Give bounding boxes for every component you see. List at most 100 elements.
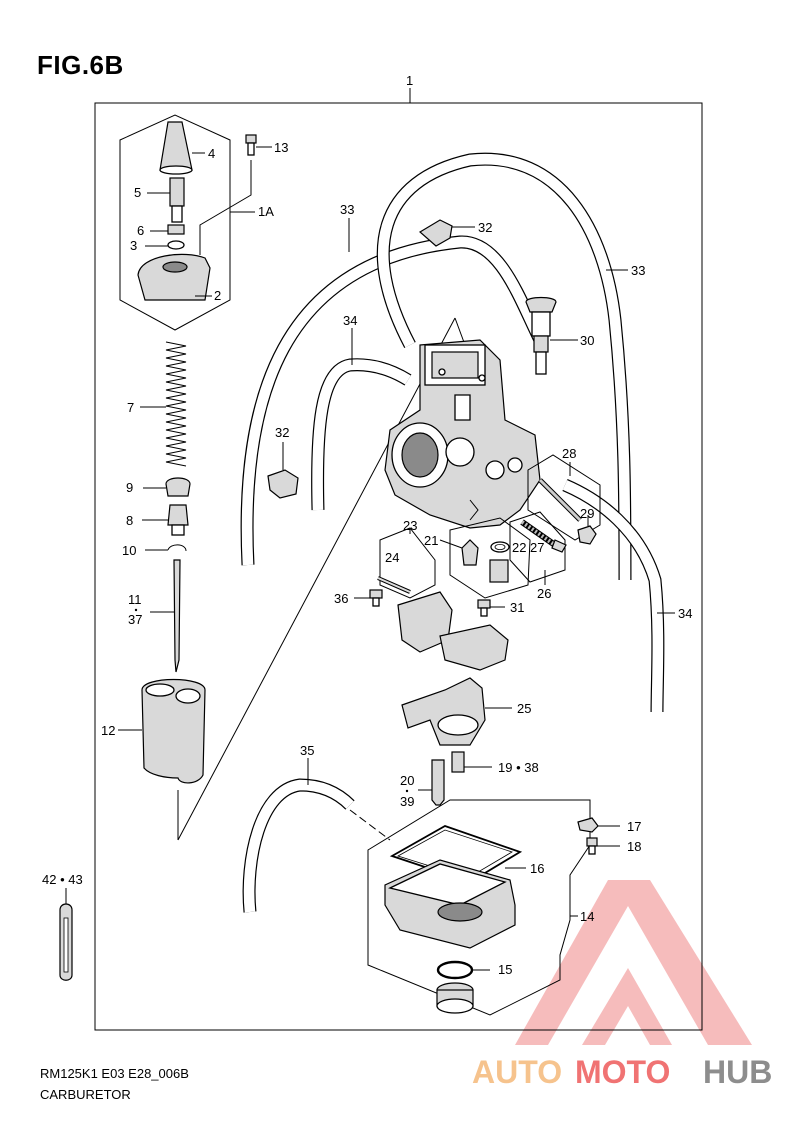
part-18-screw-shank [588, 845, 596, 855]
part-21-jet-holder [489, 559, 509, 583]
watermark-part-auto: AUTO [472, 1054, 562, 1090]
carburetor-body [384, 339, 541, 529]
callout-37: 37 [128, 612, 142, 627]
part-15-o-ring [436, 960, 474, 980]
part-18-screw-head [586, 837, 598, 847]
hose-34-right [562, 480, 664, 713]
part-2-hole [162, 261, 188, 273]
watermark-logo-shape [515, 880, 752, 1045]
part-36-screw-shank [372, 597, 380, 607]
subassembly-26-frame [509, 511, 566, 583]
callout-22: 22 [512, 540, 526, 555]
hose-35 [243, 779, 354, 913]
part-11-jet-needle [173, 559, 181, 673]
part-12-valve-slot-a [145, 683, 175, 697]
section-name: CARBURETOR [40, 1087, 131, 1102]
guide-line-b [177, 317, 456, 841]
part-36-screw-head [369, 589, 383, 599]
callout-4: 4 [208, 146, 215, 161]
part-12-throttle-valve [141, 678, 206, 784]
part-24-pin-fill [377, 577, 411, 593]
callout-31: 31 [510, 600, 524, 615]
callout-29: 29 [580, 506, 594, 521]
callout-30: 30 [580, 333, 594, 348]
part-23-float-right [439, 624, 509, 671]
part-4-cap [159, 121, 193, 171]
part-13-screw-head [245, 134, 257, 144]
part-6-nut [167, 224, 185, 235]
figure-title: FIG.6B [37, 50, 124, 80]
callout-11-37-dot [134, 608, 138, 612]
callout-7: 7 [127, 400, 134, 415]
guide-line-c [454, 317, 466, 346]
callout-9: 9 [126, 480, 133, 495]
part-28-screw-fill [538, 478, 582, 522]
part-17-clamp [577, 817, 599, 833]
part-27-screw-tip [551, 539, 567, 553]
leader-21 [439, 539, 463, 549]
callout-39: 39 [400, 794, 414, 809]
watermark-text: AUTO MOTO HUB [472, 1054, 772, 1090]
part-22-o-ring-hole [494, 544, 506, 551]
screw-path-13 [199, 160, 252, 255]
part-2-top-cover [137, 253, 211, 301]
callout-25: 25 [517, 701, 531, 716]
part-3-washer [167, 240, 185, 250]
part-7-spring [165, 340, 187, 470]
callout-35: 35 [300, 743, 314, 758]
subassembly-1a-frame [119, 114, 231, 331]
drain-plug-base [436, 998, 474, 1014]
part-20-needle-jet [431, 759, 445, 806]
watermark-part-moto: MOTO [575, 1054, 670, 1090]
part-27-spring-coils [520, 520, 557, 547]
callout-15: 15 [498, 962, 512, 977]
callout-12: 12 [101, 723, 115, 738]
callout-32-upper: 32 [478, 220, 492, 235]
part-32-clip-upper [418, 219, 453, 247]
part-30-air-screw [525, 296, 557, 375]
part-19-main-jet [451, 751, 465, 773]
part-10-clip [167, 544, 187, 552]
part-29-nut [577, 525, 597, 545]
callout-2: 2 [214, 288, 221, 303]
callout-11: 11 [128, 592, 142, 607]
callout-5: 5 [134, 185, 141, 200]
part-25-baffle [401, 677, 486, 746]
part-4-cap-base [159, 165, 193, 175]
callout-42-43: 42 • 43 [42, 872, 83, 887]
callout-8: 8 [126, 513, 133, 528]
callout-21: 21 [424, 533, 438, 548]
part-21-pilot-jet [461, 539, 479, 566]
callout-33-right: 33 [631, 263, 645, 278]
callout-10: 10 [122, 543, 136, 558]
watermark-part-hub: HUB [703, 1054, 772, 1090]
callout-19-38: 19 • 38 [498, 760, 539, 775]
part-14-drain-boss [437, 902, 483, 922]
part-8-holder-tip [171, 524, 185, 536]
part-32-clip-lower [267, 469, 299, 499]
part-14-chamber-rim [388, 863, 507, 906]
callout-26: 26 [537, 586, 551, 601]
model-code: RM125K1 E03 E28_006B [40, 1066, 189, 1081]
callout-36: 36 [334, 591, 348, 606]
callout-27: 27 [530, 540, 544, 555]
callout-3: 3 [130, 238, 137, 253]
callout-32-lower: 32 [275, 425, 289, 440]
callout-33-left: 33 [340, 202, 354, 217]
callout-1: 1 [406, 73, 413, 88]
part-5-adjuster [169, 177, 185, 207]
part-9-retainer [165, 477, 191, 497]
callout-20: 20 [400, 773, 414, 788]
callout-16: 16 [530, 861, 544, 876]
assembly-frame [94, 102, 703, 1031]
part-5-thread [171, 205, 183, 223]
callout-6: 6 [137, 223, 144, 238]
callout-24: 24 [385, 550, 399, 565]
callout-28: 28 [562, 446, 576, 461]
hose-34-left [312, 359, 411, 511]
part-25-opening [437, 714, 479, 736]
callout-1a: 1A [258, 204, 274, 219]
part-12-valve-slot-b [175, 688, 201, 704]
callout-23: 23 [403, 518, 417, 533]
